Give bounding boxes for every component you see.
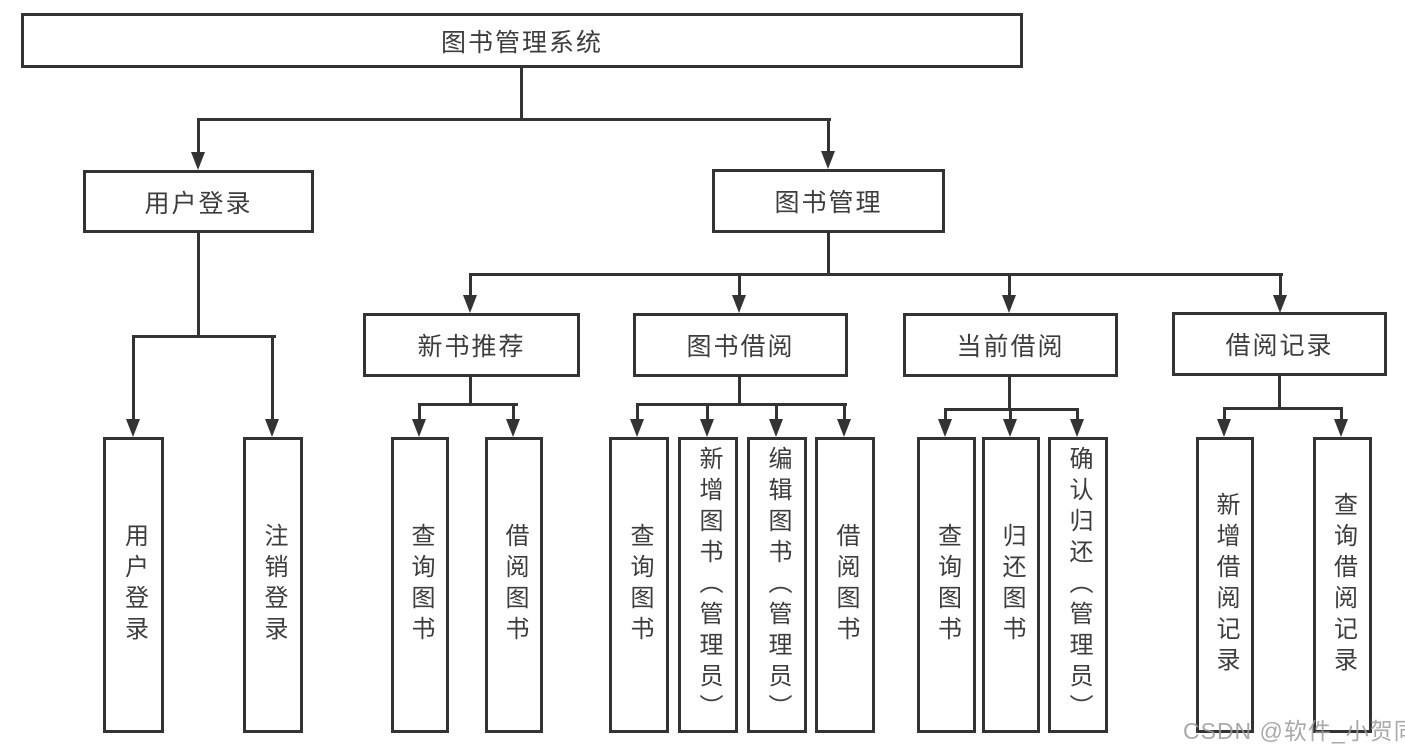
node-library-system: 图书管理系统 bbox=[21, 13, 1023, 68]
connector-line bbox=[738, 273, 741, 297]
node-book-management: 图书管理 bbox=[712, 169, 945, 233]
connector-line bbox=[843, 403, 846, 419]
arrow-down-icon bbox=[265, 419, 279, 437]
arrow-down-icon bbox=[126, 419, 140, 437]
arrow-down-icon bbox=[769, 419, 783, 437]
arrow-down-icon bbox=[837, 419, 851, 437]
csdn-watermark: CSDN @软件_小贺同学 bbox=[1183, 718, 1405, 744]
connector-line bbox=[1008, 273, 1011, 297]
arrow-down-icon bbox=[821, 151, 835, 169]
connector-line bbox=[132, 335, 135, 421]
connector-line bbox=[827, 118, 830, 152]
arrow-down-icon bbox=[732, 295, 746, 313]
leaf-add-book-admin: 新增图书（管理员） bbox=[678, 437, 738, 733]
connector-line bbox=[197, 118, 831, 121]
node-current-borrow: 当前借阅 bbox=[903, 313, 1118, 377]
leaf-query-books-current: 查询图书 bbox=[917, 437, 976, 733]
arrow-down-icon bbox=[1334, 419, 1348, 437]
connector-line bbox=[1076, 408, 1079, 419]
arrow-down-icon bbox=[1217, 419, 1231, 437]
connector-line bbox=[1340, 407, 1343, 419]
connector-line bbox=[1223, 407, 1226, 419]
connector-line bbox=[1008, 377, 1011, 408]
arrow-down-icon bbox=[191, 152, 205, 170]
connector-line bbox=[197, 233, 200, 335]
arrow-down-icon bbox=[1070, 419, 1084, 437]
leaf-confirm-return-admin: 确认归还（管理员） bbox=[1048, 437, 1108, 733]
connector-line bbox=[1009, 408, 1012, 419]
leaf-user-login: 用户登录 bbox=[103, 437, 164, 733]
connector-line bbox=[636, 403, 639, 419]
connector-line bbox=[271, 335, 274, 421]
leaf-edit-book-admin: 编辑图书（管理员） bbox=[747, 437, 807, 733]
arrow-down-icon bbox=[1002, 295, 1016, 313]
node-user-login: 用户登录 bbox=[83, 170, 314, 233]
node-book-borrow: 图书借阅 bbox=[633, 313, 848, 377]
arrow-down-icon bbox=[1003, 419, 1017, 437]
connector-line bbox=[636, 403, 847, 406]
connector-line bbox=[944, 408, 947, 419]
connector-line bbox=[706, 403, 709, 419]
connector-line bbox=[1278, 376, 1281, 407]
connector-line bbox=[738, 377, 741, 403]
connector-line bbox=[469, 377, 472, 403]
connector-line bbox=[1279, 273, 1282, 297]
arrow-down-icon bbox=[463, 295, 477, 313]
connector-line bbox=[197, 118, 200, 153]
leaf-logout: 注销登录 bbox=[243, 437, 303, 733]
leaf-return-books: 归还图书 bbox=[982, 437, 1040, 733]
arrow-down-icon bbox=[1273, 295, 1287, 313]
node-borrow-records: 借阅记录 bbox=[1172, 312, 1387, 376]
connector-line bbox=[132, 335, 276, 338]
leaf-query-borrow-record: 查询借阅记录 bbox=[1313, 437, 1372, 733]
connector-line bbox=[418, 403, 518, 406]
arrow-down-icon bbox=[700, 419, 714, 437]
connector-line bbox=[418, 403, 421, 419]
connector-line bbox=[1223, 407, 1343, 410]
arrow-down-icon bbox=[412, 419, 426, 437]
connector-line bbox=[512, 403, 515, 419]
arrow-down-icon bbox=[506, 419, 520, 437]
connector-line bbox=[469, 273, 1283, 276]
connector-line bbox=[827, 233, 830, 273]
leaf-borrow-books-recommend: 借阅图书 bbox=[485, 437, 543, 733]
leaf-add-borrow-record: 新增借阅记录 bbox=[1196, 437, 1254, 733]
leaf-borrow-books: 借阅图书 bbox=[815, 437, 875, 733]
connector-line bbox=[469, 273, 472, 297]
connector-line bbox=[775, 403, 778, 419]
arrow-down-icon bbox=[630, 419, 644, 437]
leaf-query-books-recommend: 查询图书 bbox=[391, 437, 449, 733]
node-new-book-recommend: 新书推荐 bbox=[363, 313, 580, 377]
leaf-query-books-borrow: 查询图书 bbox=[609, 437, 669, 733]
arrow-down-icon bbox=[938, 419, 952, 437]
connector-line bbox=[520, 68, 523, 118]
